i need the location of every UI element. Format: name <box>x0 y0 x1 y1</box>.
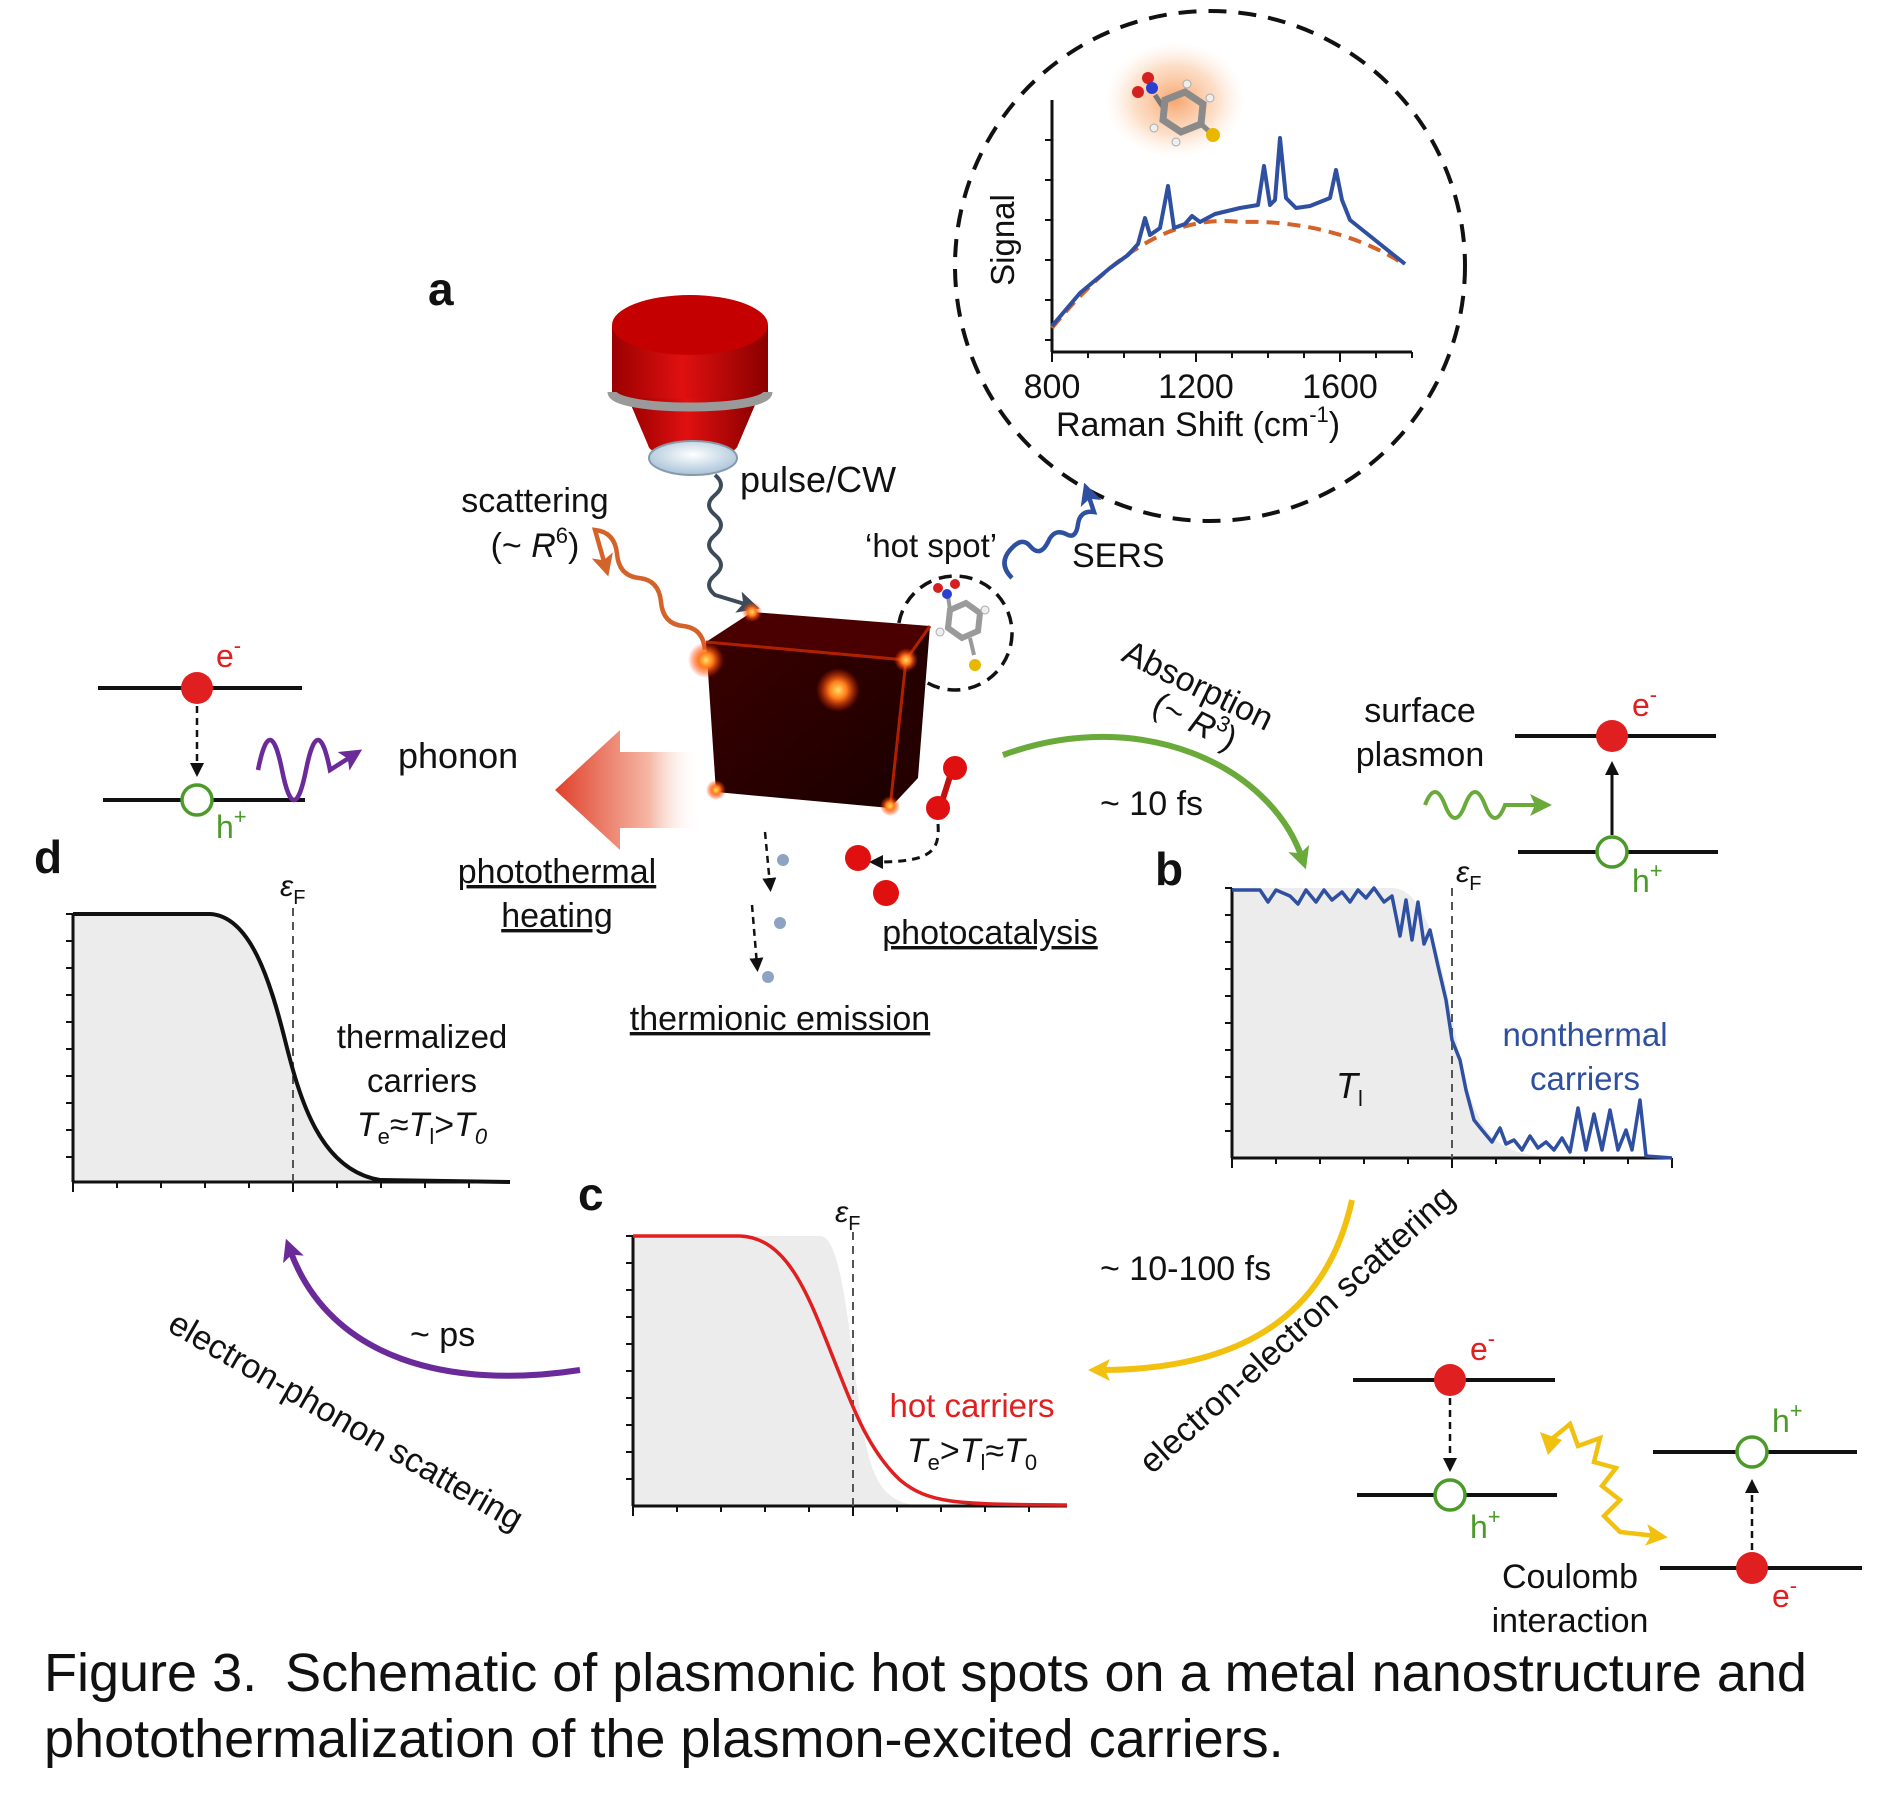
panel-d-plot <box>66 908 511 1192</box>
thermionic-electrons <box>749 831 789 983</box>
ep-scattering-time: ~ ps <box>410 1316 475 1354</box>
metal-nanocube <box>688 602 932 816</box>
plasmon-electron-label: e- <box>1632 682 1657 723</box>
scattering-wave-arrow <box>591 527 708 651</box>
spectrum-xtick-1200: 1200 <box>1158 368 1234 406</box>
ee-scattering-arrow <box>1088 1199 1355 1381</box>
scattering-label: scattering <box>461 482 608 520</box>
coulomb-interaction-diagram <box>1353 1364 1862 1584</box>
phonon-electron-label: e- <box>216 633 241 674</box>
panel-label-b: b <box>1155 843 1183 895</box>
sers-inset: Signal 800 1200 1600 Raman Shift (cm-1) <box>953 9 1467 523</box>
plasmon-excitation-diagram <box>1423 720 1718 869</box>
thermionic-label: thermionic emission <box>630 1000 930 1038</box>
panel-label-a: a <box>428 263 454 315</box>
panel-c-temperature: Te>Tl≈T0 <box>907 1432 1037 1475</box>
ee-scattering-time: ~ 10-100 fs <box>1100 1250 1271 1288</box>
molecule-icon <box>1132 72 1220 147</box>
plasmon-hole-label: h+ <box>1632 858 1663 899</box>
pulse-cw-label: pulse/CW <box>740 459 896 500</box>
coulomb-e1-label: e- <box>1470 1326 1495 1367</box>
figure-caption: Figure 3.Schematic of plasmonic hot spot… <box>44 1640 1864 1772</box>
panel-b-tl: Tl <box>1336 1065 1363 1111</box>
coulomb-h2-label: h+ <box>1772 1398 1803 1439</box>
hot-spot-molecule-icon <box>933 579 990 671</box>
hot-spot-label: ‘hot spot’ <box>865 527 997 564</box>
ee-scattering-label: electron-electron scattering <box>1132 1178 1462 1481</box>
phonon-hole-label: h+ <box>216 804 247 845</box>
spectrum-ticks <box>1045 139 1413 362</box>
panel-b-fermi-label: εF <box>1456 856 1481 895</box>
panel-d-fermi-label: εF <box>280 870 305 909</box>
absorption-time: ~ 10 fs <box>1100 785 1203 823</box>
scattering-scaling: (~ R6) <box>491 523 580 565</box>
spectrum-background-curve <box>1050 219 1407 330</box>
plasmon-label-1: surface <box>1364 692 1476 730</box>
sers-label: SERS <box>1072 537 1165 575</box>
caption-text: Schematic of plasmonic hot spots on a me… <box>44 1643 1807 1769</box>
panel-label-d: d <box>34 831 62 883</box>
absorption-arrow <box>1001 733 1310 870</box>
sers-wave-arrow <box>1002 482 1102 580</box>
figure-number: Figure 3. <box>44 1643 258 1703</box>
incident-light-wave <box>707 473 760 613</box>
coulomb-label-1: Coulomb <box>1502 1558 1638 1596</box>
phonon-label: phonon <box>398 735 518 776</box>
panel-b-plot <box>1225 886 1673 1168</box>
spectrum-xtick-1600: 1600 <box>1302 368 1378 406</box>
ep-scattering-arrow <box>283 1238 581 1379</box>
panel-c-plot <box>626 1232 1068 1516</box>
objective-lens-icon <box>607 295 773 476</box>
spectrum-xtick-800: 800 <box>1024 368 1081 406</box>
panel-c-fermi-label: εF <box>835 1196 860 1235</box>
photothermal-heat-arrow <box>555 730 700 850</box>
panel-b-nonthermal-1: nonthermal <box>1502 1016 1667 1053</box>
coulomb-label-2: interaction <box>1492 1602 1649 1640</box>
panel-d-thermalized-2: carriers <box>367 1062 477 1099</box>
photothermal-label-2: heating <box>501 897 613 935</box>
spectrum-signal-curve <box>1050 136 1407 328</box>
coulomb-e2-label: e- <box>1772 1573 1797 1614</box>
photocatalysis-label: photocatalysis <box>882 914 1097 952</box>
phonon-emission-diagram <box>98 672 363 817</box>
photothermal-label-1: photothermal <box>458 853 656 891</box>
panel-label-c: c <box>578 1168 604 1220</box>
panel-d-thermalized-1: thermalized <box>337 1018 508 1055</box>
photocatalysis-molecule <box>845 756 967 906</box>
plasmon-label-2: plasmon <box>1356 736 1485 774</box>
panel-d-temperature: Te≈Tl>T0 <box>357 1106 488 1149</box>
coulomb-h1-label: h+ <box>1470 1504 1501 1545</box>
spectrum-xlabel: Raman Shift (cm-1) <box>1056 402 1340 444</box>
panel-c-hot-carriers: hot carriers <box>889 1387 1054 1424</box>
spectrum-ylabel: Signal <box>984 194 1021 286</box>
panel-b-nonthermal-2: carriers <box>1530 1060 1640 1097</box>
inset-dashed-circle <box>953 9 1467 523</box>
